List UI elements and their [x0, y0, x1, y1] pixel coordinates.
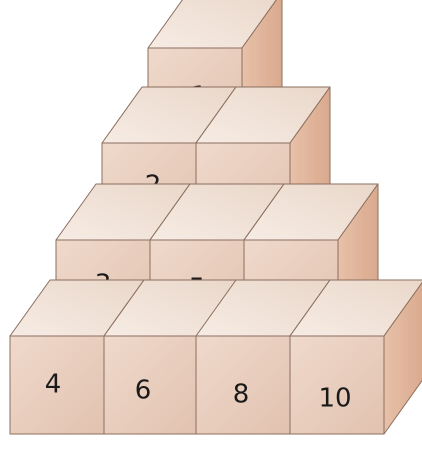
- block-number-label: 6: [135, 376, 152, 406]
- block-number-label: 8: [233, 380, 250, 410]
- block-number-label: 4: [45, 370, 62, 400]
- block-number-label: 10: [318, 384, 351, 414]
